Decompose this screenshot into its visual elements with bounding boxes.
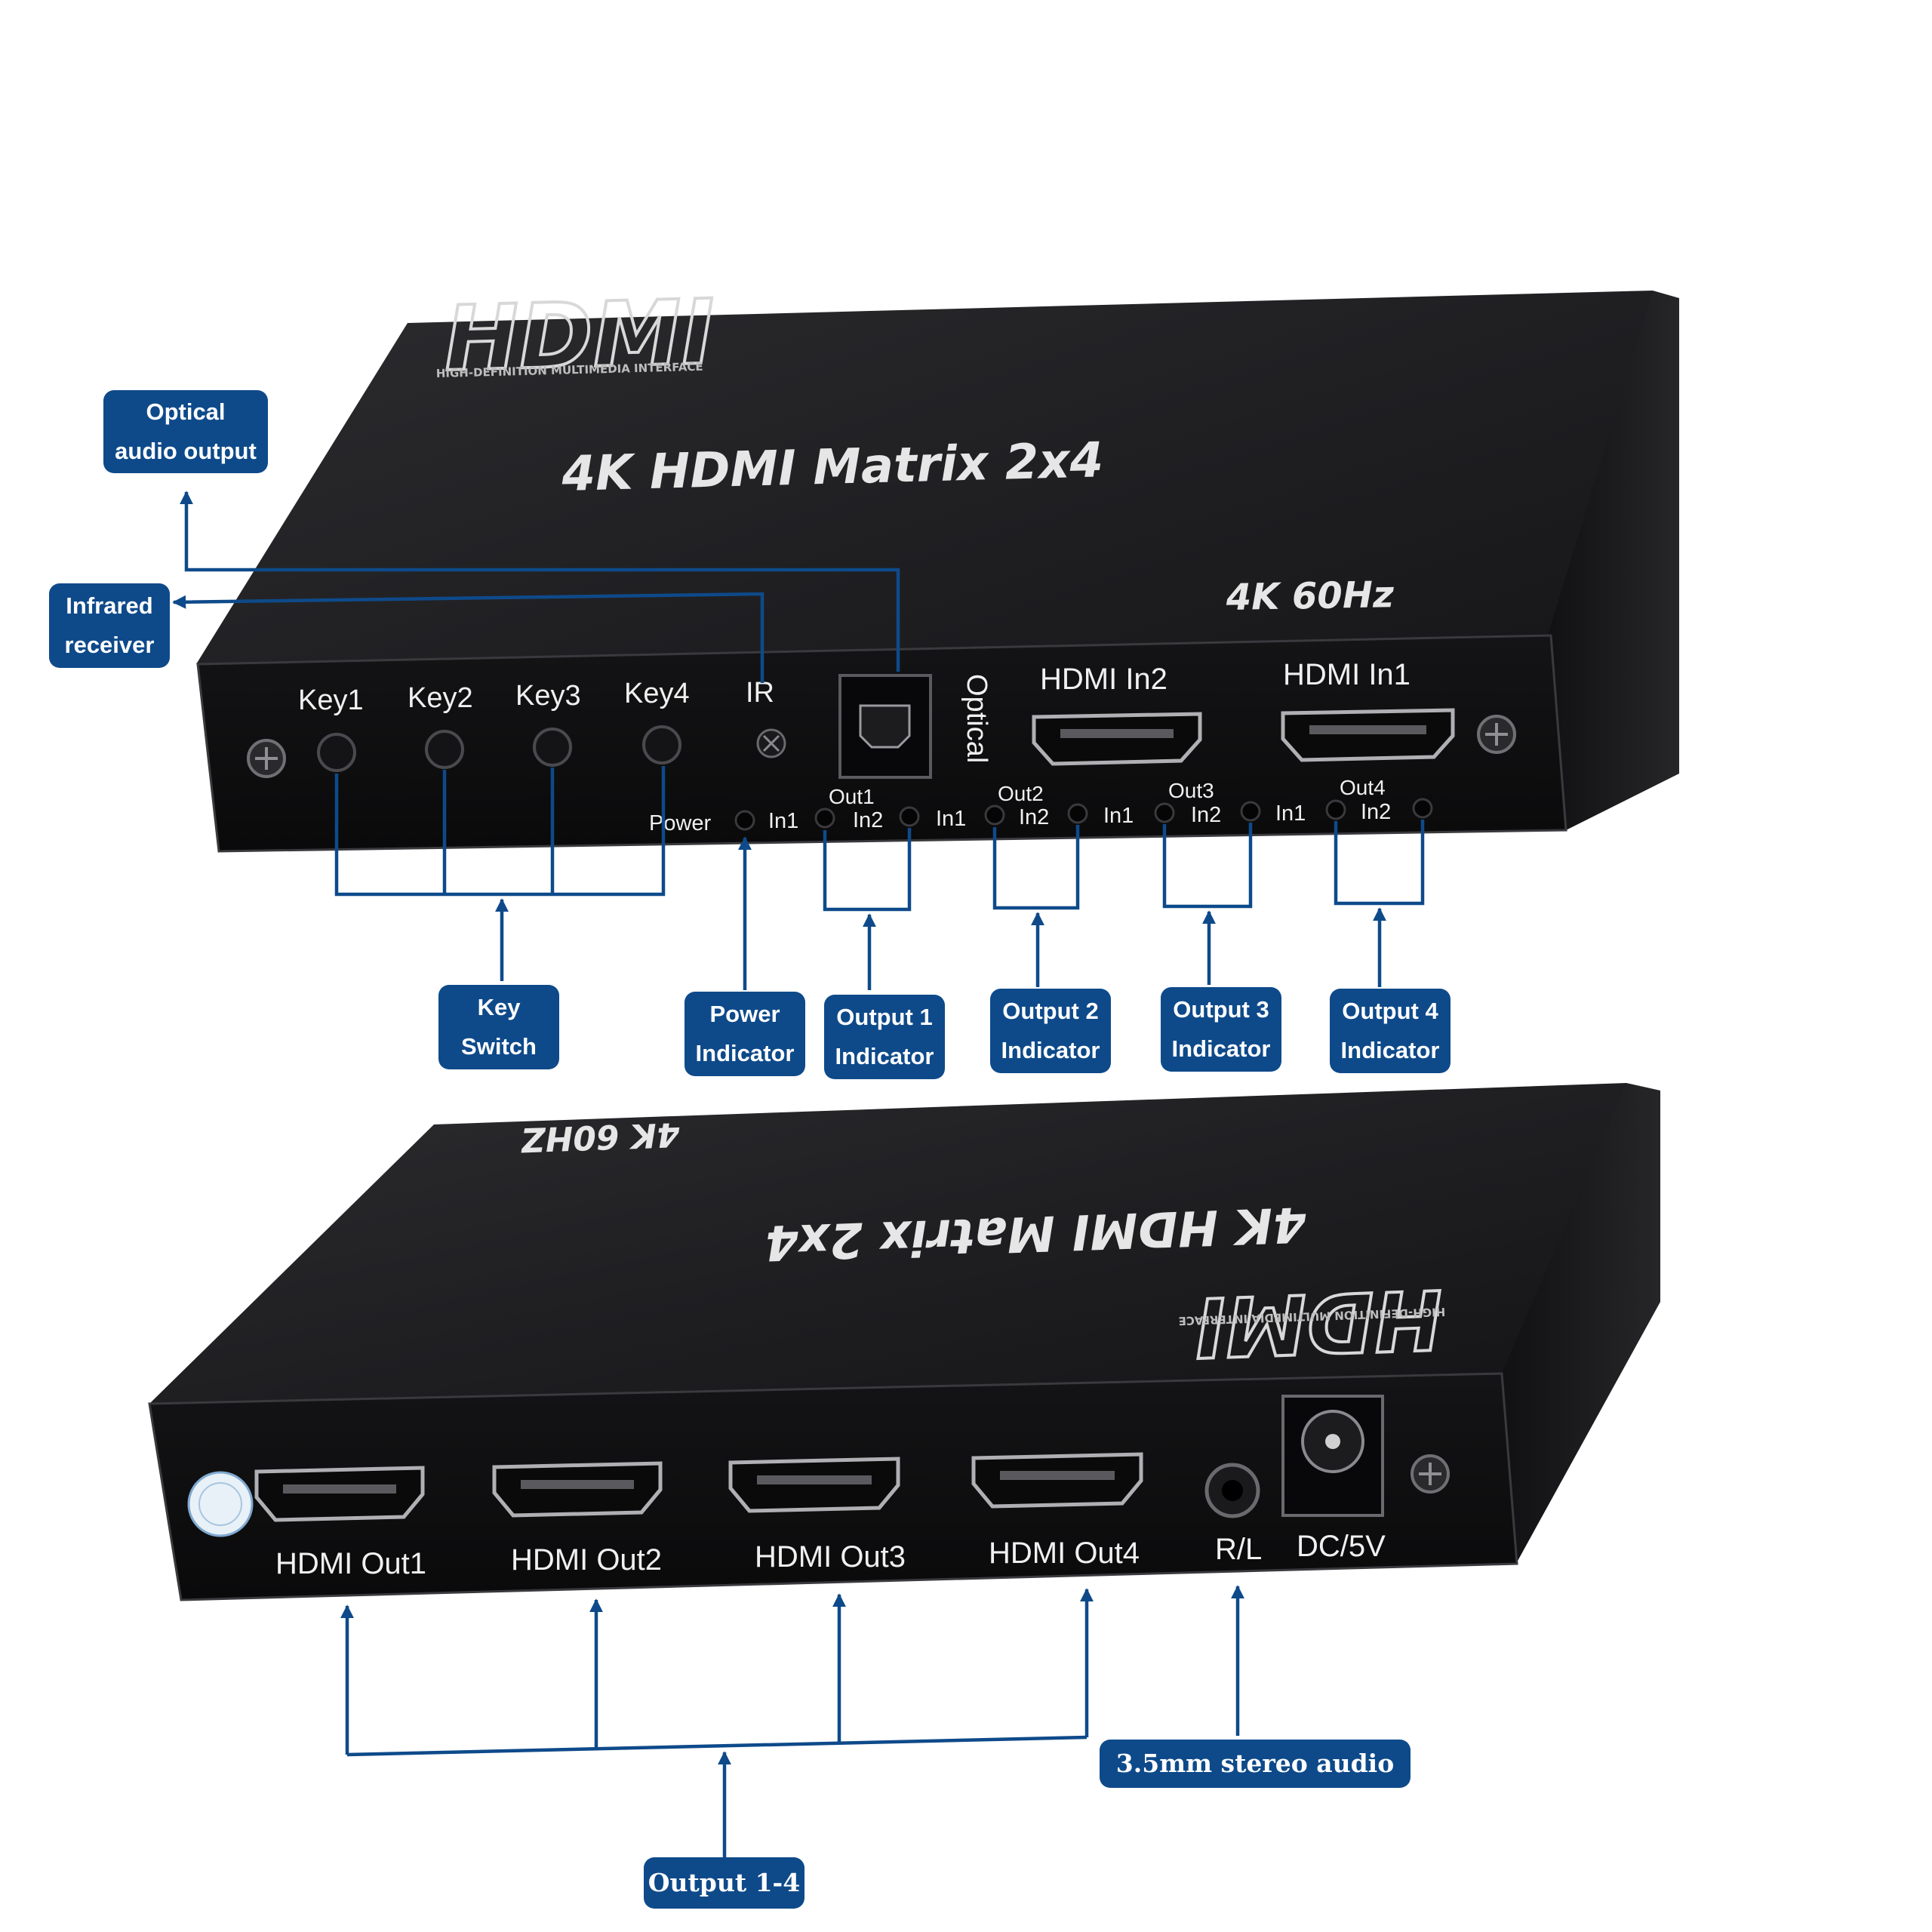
out2-in2-led bbox=[1067, 803, 1088, 824]
callout-stereo-audio: 3.5mm stereo audio bbox=[1100, 1740, 1411, 1788]
back-unit: 4K 60HZ 4K HDMI Matrix 2x4 HDMI HIGH-DEF… bbox=[148, 1083, 1660, 1601]
hdmi-out3-label: HDMI Out3 bbox=[755, 1540, 906, 1574]
out1-group-label: Out1 bbox=[829, 785, 875, 808]
front-side-face bbox=[1547, 291, 1679, 830]
indicator-leds bbox=[734, 798, 1433, 831]
leader-out4 bbox=[1334, 820, 1425, 906]
callout-key-switch: Key Switch bbox=[438, 985, 559, 1069]
leader-infrared bbox=[172, 592, 764, 683]
hdmi-out1-port-icon bbox=[254, 1466, 425, 1522]
callout-output3-indicator: Output 3 Indicator bbox=[1161, 987, 1281, 1072]
callout-output4-indicator: Output 4 Indicator bbox=[1330, 989, 1451, 1073]
callout-output1-indicator: Output 1 Indicator bbox=[824, 995, 945, 1079]
front-hdmi-logo: HDMI bbox=[443, 280, 716, 391]
callout-output-1-4: Output 1-4 bbox=[644, 1857, 804, 1909]
back-screw-icon bbox=[1411, 1454, 1450, 1494]
out4-in2-led bbox=[1412, 798, 1433, 819]
led-label-in2: In2 bbox=[1019, 805, 1049, 829]
out3-in1-led bbox=[1154, 802, 1175, 823]
hdmi-out2-label: HDMI Out2 bbox=[511, 1543, 662, 1577]
led-label-in2: In2 bbox=[1361, 800, 1391, 824]
leader-out3 bbox=[1162, 823, 1253, 909]
key2-button[interactable] bbox=[425, 730, 464, 769]
ir-label: IR bbox=[746, 677, 774, 709]
back-top-face bbox=[149, 1083, 1660, 1404]
callout-power-indicator: Power Indicator bbox=[685, 992, 805, 1076]
front-top-face bbox=[196, 291, 1679, 774]
out2-in1-led bbox=[984, 804, 1005, 826]
leader-out1 bbox=[823, 828, 912, 912]
ir-sensor-icon bbox=[756, 728, 786, 758]
led-label-in1: In1 bbox=[768, 809, 798, 833]
out4-in1-led bbox=[1325, 799, 1346, 820]
hdmi-in2-port-icon bbox=[1032, 712, 1202, 766]
back-side-face bbox=[1502, 1083, 1660, 1562]
leader-outputs bbox=[346, 1735, 1088, 1757]
front-unit: HDMI HIGH-DEFINITION MULTIMEDIA INTERFAC… bbox=[196, 278, 1679, 853]
power-led-label: Power bbox=[649, 811, 712, 835]
key1-button[interactable] bbox=[317, 733, 356, 772]
rl-label: R/L bbox=[1215, 1533, 1262, 1566]
key3-button[interactable] bbox=[533, 728, 572, 767]
out1-in1-led bbox=[814, 808, 835, 829]
front-resolution: 4K 60Hz bbox=[1225, 574, 1395, 619]
back-hdmi-logo: HDMI bbox=[1194, 1271, 1444, 1374]
leader-keys bbox=[334, 766, 666, 897]
right-screw-icon bbox=[1477, 715, 1516, 754]
leader-optical bbox=[180, 491, 900, 672]
led-label-in1: In1 bbox=[936, 807, 966, 831]
leader-out2 bbox=[992, 825, 1080, 910]
led-label-in1: In1 bbox=[1103, 804, 1134, 828]
key4-button[interactable] bbox=[642, 725, 681, 764]
back-resolution: 4K 60HZ bbox=[520, 1115, 681, 1158]
key1-label: Key1 bbox=[298, 685, 364, 716]
key2-label: Key2 bbox=[408, 682, 473, 714]
led-label-in1: In1 bbox=[1275, 801, 1306, 826]
hdmi-out4-port-icon bbox=[971, 1452, 1143, 1509]
optical-label: Optical bbox=[961, 674, 992, 763]
hdmi-in2-label: HDMI In2 bbox=[1040, 663, 1168, 696]
hdmi-out3-port-icon bbox=[728, 1457, 900, 1513]
hdmi-in1-port-icon bbox=[1281, 708, 1455, 762]
led-label-in2: In2 bbox=[1191, 803, 1221, 827]
callout-output2-indicator: Output 2 Indicator bbox=[990, 989, 1111, 1073]
hdmi-out4-label: HDMI Out4 bbox=[989, 1537, 1140, 1570]
warranty-seal-icon bbox=[187, 1471, 254, 1537]
led-label-in2: In2 bbox=[853, 808, 883, 832]
out2-group-label: Out2 bbox=[998, 782, 1044, 805]
callout-optical-audio-output: Optical audio output bbox=[103, 390, 268, 473]
optical-port-icon bbox=[838, 674, 932, 779]
dc-label: DC/5V bbox=[1297, 1530, 1386, 1563]
leader-lines bbox=[172, 491, 1425, 1879]
hdmi-out2-port-icon bbox=[492, 1461, 663, 1518]
hdmi-in1-label: HDMI In1 bbox=[1283, 658, 1411, 691]
left-screw-icon bbox=[247, 739, 286, 778]
out3-group-label: Out3 bbox=[1168, 779, 1214, 802]
power-led bbox=[734, 810, 755, 831]
dc-power-jack-icon bbox=[1281, 1395, 1384, 1517]
out1-in2-led bbox=[899, 806, 920, 827]
audio-jack-icon bbox=[1204, 1463, 1260, 1518]
callout-infrared-receiver: Infrared receiver bbox=[49, 583, 170, 668]
out3-in2-led bbox=[1240, 801, 1261, 822]
out4-group-label: Out4 bbox=[1340, 776, 1386, 799]
key4-label: Key4 bbox=[624, 678, 690, 709]
key3-label: Key3 bbox=[515, 680, 581, 712]
hdmi-out1-label: HDMI Out1 bbox=[275, 1547, 426, 1580]
